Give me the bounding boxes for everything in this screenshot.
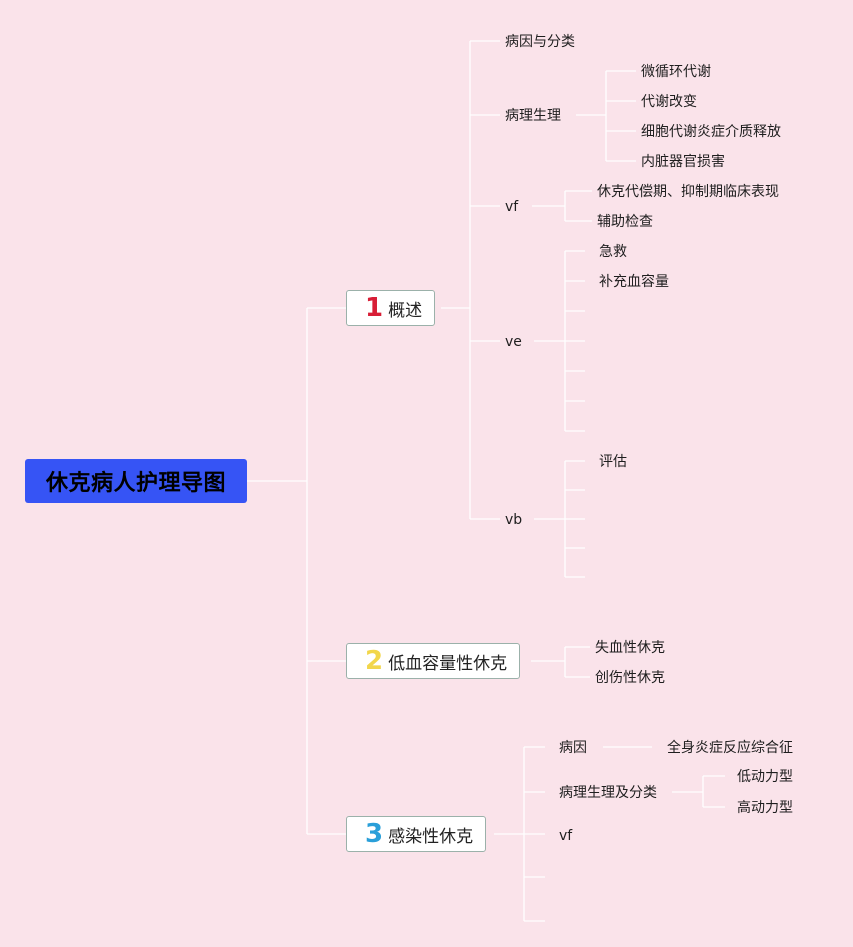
topic-metabolic-change[interactable]: 代谢改变 (641, 94, 697, 110)
topic-volume-replacement[interactable]: 补充血容量 (599, 274, 669, 290)
topic-assessment[interactable]: 评估 (599, 454, 627, 470)
topic-vf[interactable]: vf (505, 199, 519, 215)
topic-pathophysiology[interactable]: 病理生理 (505, 108, 561, 124)
topic-clinical-manifestation[interactable]: 休克代偿期、抑制期临床表现 (597, 184, 779, 200)
topic-ve[interactable]: ve (505, 334, 522, 350)
topic-hypodynamic[interactable]: 低动力型 (737, 769, 793, 785)
topic-traumatic-shock[interactable]: 创伤性休克 (595, 670, 665, 686)
number-badge-2: 2 (365, 646, 384, 676)
branch-label: 概述 (388, 300, 423, 321)
topic-etiology-classification[interactable]: 病因与分类 (505, 34, 575, 50)
root-topic[interactable]: 休克病人护理导图 (25, 459, 247, 503)
topic-organ-damage[interactable]: 内脏器官损害 (641, 154, 725, 170)
branch-overview[interactable]: 1 概述 (346, 290, 436, 326)
topic-hemorrhagic-shock[interactable]: 失血性休克 (595, 640, 665, 656)
branch-hypovolemic[interactable]: 2 低血容量性休克 (346, 643, 521, 679)
number-badge-1: 1 (365, 293, 384, 323)
topic-microcirculation[interactable]: 微循环代谢 (641, 64, 711, 80)
number-badge-3: 3 (365, 819, 384, 849)
topic-septic-etiology[interactable]: 病因 (559, 740, 587, 756)
topic-sirs[interactable]: 全身炎症反应综合征 (667, 740, 793, 756)
topic-hyperdynamic[interactable]: 高动力型 (737, 800, 793, 816)
branch-label: 感染性休克 (388, 826, 474, 847)
topic-cell-metabolism[interactable]: 细胞代谢炎症介质释放 (641, 124, 781, 140)
topic-vb[interactable]: vb (505, 512, 523, 528)
branch-label: 低血容量性休克 (388, 653, 508, 674)
branch-septic[interactable]: 3 感染性休克 (346, 816, 487, 852)
topic-septic-vf[interactable]: vf (559, 828, 573, 844)
topic-septic-pathophysiology[interactable]: 病理生理及分类 (559, 785, 657, 801)
topic-auxiliary-exam[interactable]: 辅助检查 (597, 214, 653, 230)
topic-first-aid[interactable]: 急救 (599, 244, 627, 260)
